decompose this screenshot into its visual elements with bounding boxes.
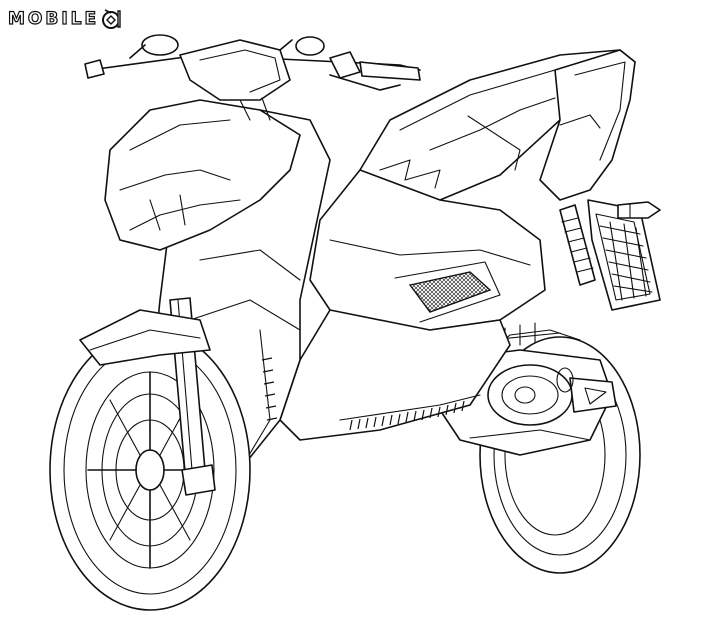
body-side-panel <box>309 169 546 331</box>
handlebar <box>84 34 421 101</box>
steering-column <box>239 97 271 121</box>
rear-cowl <box>539 49 636 201</box>
watermark-text: MOBILE <box>7 8 100 29</box>
headlight-cowl <box>104 99 301 251</box>
rear-turn-signal <box>617 201 661 219</box>
floorboard <box>279 309 511 441</box>
front-fender <box>79 309 211 366</box>
rear-shock <box>559 204 596 286</box>
front-wheel <box>49 329 251 611</box>
watermark-logo: MOBILE <box>7 6 123 32</box>
mobile01-logo-icon <box>102 9 121 29</box>
